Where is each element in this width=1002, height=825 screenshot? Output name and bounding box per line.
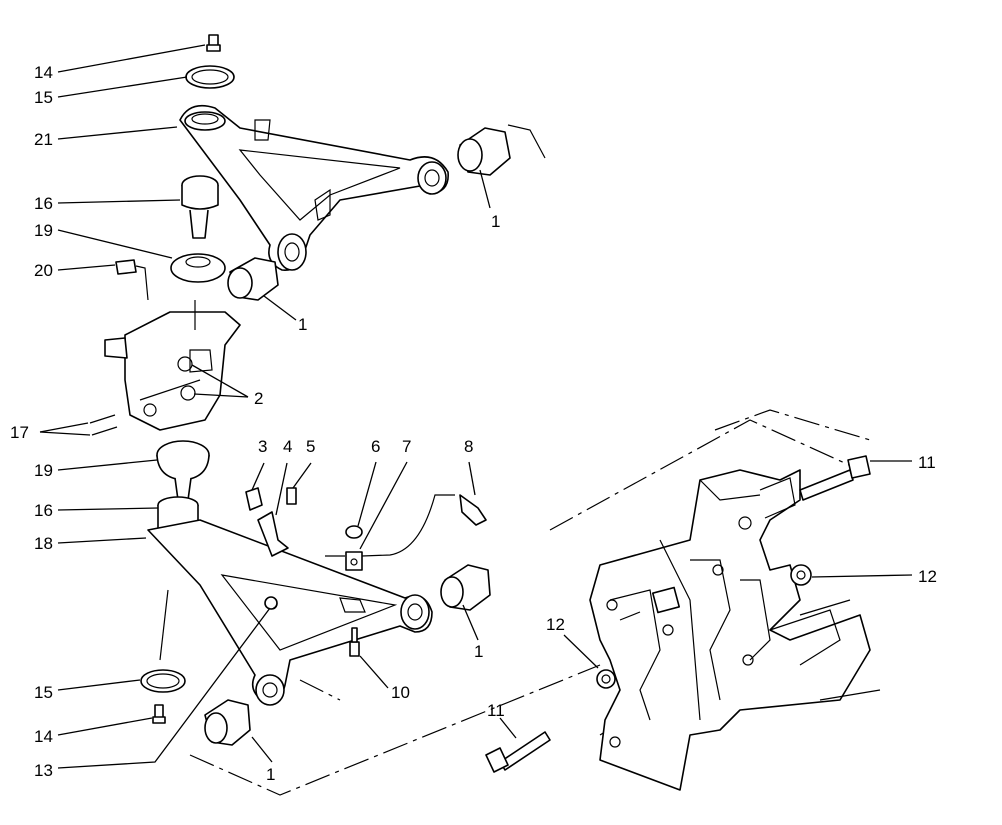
- callout-15-bottom: 15: [34, 683, 53, 702]
- retaining-ring-upper: [185, 65, 235, 89]
- bushing-upper-right: [457, 124, 546, 176]
- callout-16-bottom: 16: [34, 501, 53, 520]
- callouts: 14 15 21 16 19 20 1 1 2 17 19 16 18 3 4 …: [10, 63, 937, 784]
- bolt-frame-upper: [799, 455, 871, 501]
- callout-18: 18: [34, 534, 53, 553]
- bolt-lower: [349, 627, 360, 657]
- callout-15-top: 15: [34, 88, 53, 107]
- callout-14-bottom: 14: [34, 727, 53, 746]
- callout-14-top: 14: [34, 63, 53, 82]
- callout-1-upper-right: 1: [491, 212, 500, 231]
- ball-joint-upper: [181, 175, 219, 239]
- callout-10: 10: [391, 683, 410, 702]
- callout-5: 5: [306, 437, 315, 456]
- screw-upper: [206, 34, 221, 52]
- nut-bracket: [325, 494, 455, 571]
- lower-control-arm: [147, 519, 433, 706]
- callout-19-top: 19: [34, 221, 53, 240]
- callout-4: 4: [283, 437, 292, 456]
- callout-17: 17: [10, 423, 29, 442]
- nut-frame-left: [596, 669, 616, 689]
- callout-16-top: 16: [34, 194, 53, 213]
- grease-fitting: [115, 259, 149, 301]
- callout-1-upper-left: 1: [298, 315, 307, 334]
- callout-3: 3: [258, 437, 267, 456]
- nut-frame-right: [790, 564, 812, 586]
- bushing-upper-left: [227, 257, 279, 301]
- brake-hose-end: [459, 494, 487, 526]
- callout-2: 2: [254, 389, 263, 408]
- leader-lines: [39, 44, 913, 769]
- chassis-frame: [549, 409, 881, 791]
- retaining-ring-lower: [140, 669, 186, 693]
- nut-lower: [264, 596, 278, 610]
- callout-12-left: 12: [546, 615, 565, 634]
- bushing-lower-left: [204, 699, 251, 746]
- steering-knuckle: [104, 300, 241, 431]
- callout-11-top: 11: [918, 453, 936, 472]
- bolt-frame-lower: [485, 731, 551, 773]
- callout-21: 21: [34, 130, 53, 149]
- clip-bracket: [245, 487, 297, 557]
- callout-13: 13: [34, 761, 53, 780]
- callout-1-lower-right: 1: [474, 642, 483, 661]
- screw-lower: [152, 704, 166, 724]
- callout-20: 20: [34, 261, 53, 280]
- dust-boot-lower: [156, 440, 210, 481]
- callout-12-right: 12: [918, 567, 937, 586]
- callout-7: 7: [402, 437, 411, 456]
- dust-boot-upper: [170, 253, 226, 283]
- cotter-pins: [89, 414, 118, 436]
- callout-6: 6: [371, 437, 380, 456]
- bushing-lower-right: [440, 564, 491, 611]
- callout-1-lower-left: 1: [266, 765, 275, 784]
- callout-11-bottom: 11: [487, 701, 505, 720]
- callout-19-bottom: 19: [34, 461, 53, 480]
- upper-control-arm: [179, 104, 449, 271]
- callout-8: 8: [464, 437, 473, 456]
